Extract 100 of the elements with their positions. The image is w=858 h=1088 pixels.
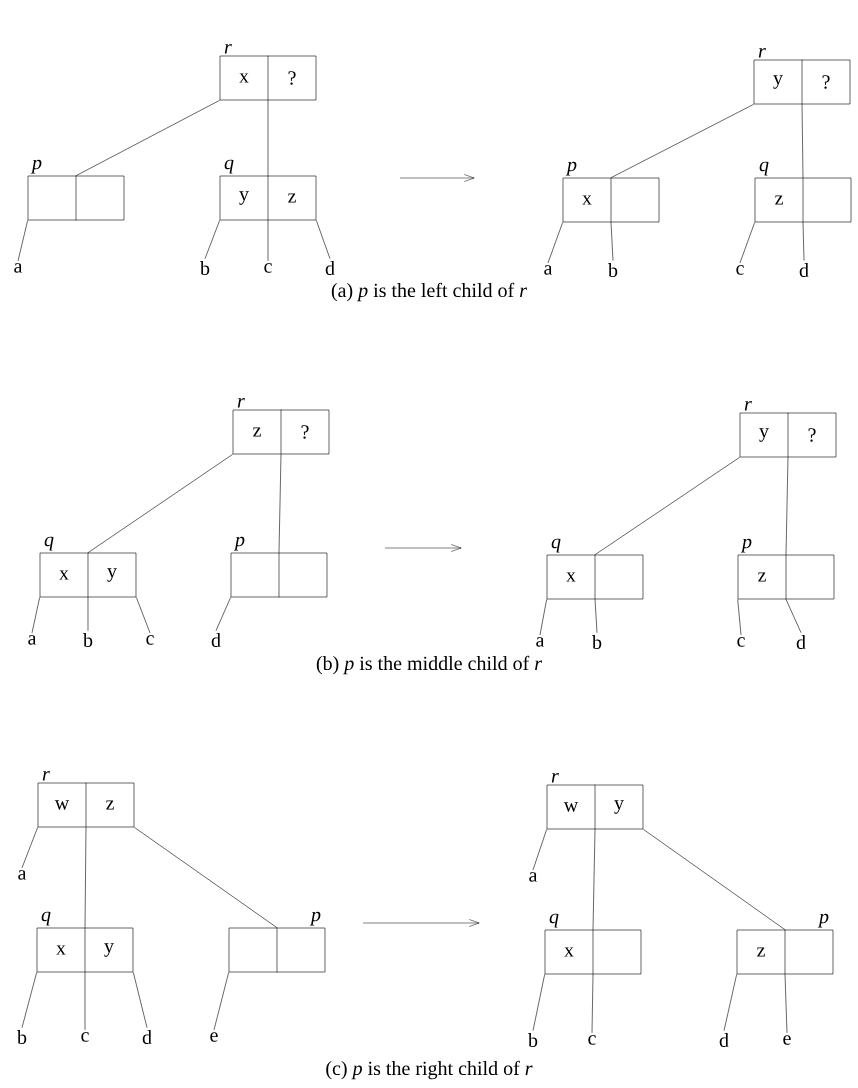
leaf-label: b — [528, 1032, 538, 1048]
leaf-label: a — [529, 872, 538, 882]
tree-edge — [785, 599, 802, 633]
leaf-label: a — [28, 635, 37, 645]
tree-edge — [547, 222, 563, 264]
node-label: q — [224, 159, 234, 174]
node-label: p — [817, 913, 829, 928]
tree-edge — [739, 222, 755, 264]
node-label: r — [42, 771, 50, 781]
node-label: p — [309, 911, 321, 926]
leaf-label: c — [264, 263, 272, 273]
node-label: p — [233, 536, 245, 551]
tree-node-box: w y — [546, 784, 644, 830]
tree-edge — [84, 827, 87, 928]
tree-edge — [532, 829, 547, 871]
tree-node-box — [27, 175, 125, 221]
leaf-label: a — [14, 263, 23, 273]
tree-node-box: y ? — [753, 59, 851, 105]
tree-edge — [87, 454, 233, 553]
tree-edge — [610, 222, 614, 261]
tree-node-box: z ? — [232, 409, 330, 455]
tree-node-box: z — [737, 554, 835, 600]
tree-edge — [267, 220, 269, 262]
tree-edge — [136, 597, 151, 634]
node-label: r — [551, 773, 559, 783]
node-label: p — [565, 161, 577, 176]
tree-node-box: z — [736, 929, 834, 975]
leaf-label: a — [18, 870, 27, 880]
node-label: r — [758, 48, 766, 58]
tree-edge — [87, 597, 89, 631]
tree-node-box — [230, 552, 328, 598]
tree-node-box: y z — [219, 175, 317, 221]
tree-edge — [84, 972, 86, 1031]
leaf-label: d — [211, 632, 221, 648]
leaf-label: d — [719, 1032, 729, 1048]
leaf-label: c — [588, 1035, 596, 1045]
tree-edge — [784, 974, 788, 1034]
tree-edge — [215, 597, 231, 631]
caption: (c) p is the right child of r — [326, 1060, 533, 1080]
tree-edge — [17, 220, 28, 262]
leaf-label: e — [210, 1032, 218, 1042]
node-label: q — [41, 911, 51, 926]
tree-node-box: x — [544, 929, 642, 975]
tree-edge — [316, 220, 331, 259]
tree-edge — [539, 599, 547, 636]
tree-edge — [133, 972, 148, 1028]
tree-edge — [213, 972, 229, 1031]
leaf-label: b — [608, 262, 618, 278]
tree-edge — [802, 222, 805, 261]
tree-edge — [204, 220, 220, 259]
leaf-label: d — [799, 262, 809, 278]
tree-node-box: x ? — [219, 55, 317, 101]
node-label: r — [224, 44, 232, 54]
tree-edge — [737, 599, 742, 636]
tree-edge — [643, 829, 786, 930]
node-label: q — [44, 536, 54, 551]
node-label: p — [740, 538, 752, 553]
tree-edge — [134, 827, 278, 928]
caption: (b) p is the middle child of r — [316, 655, 543, 675]
tree-edge — [75, 100, 220, 176]
leaf-label: b — [200, 260, 210, 276]
leaf-label: b — [83, 632, 93, 648]
leaf-label: c — [146, 635, 154, 645]
tree-node-box: w z — [37, 782, 135, 828]
tree-node-box: x y — [36, 927, 134, 973]
leaf-label: d — [142, 1029, 152, 1045]
leaf-label: a — [544, 265, 553, 275]
leaf-label: e — [783, 1035, 791, 1045]
node-label: r — [237, 398, 245, 408]
leaf-label: a — [536, 637, 545, 647]
tree-node-box: x — [546, 554, 644, 600]
node-label: q — [551, 538, 561, 553]
tree-edge — [21, 827, 38, 869]
leaf-label: c — [737, 637, 745, 647]
leaf-label: b — [592, 634, 602, 650]
tree-edge — [21, 972, 37, 1028]
leaf-label: b — [17, 1029, 27, 1045]
tree-edge — [267, 100, 269, 176]
tree-edge — [723, 974, 737, 1031]
leaf-label: d — [325, 260, 335, 276]
leaf-label: c — [736, 265, 744, 275]
tree-edge — [591, 974, 594, 1034]
tree-node-box: y ? — [739, 412, 837, 458]
tree-edge — [594, 599, 598, 633]
tree-edge — [592, 829, 596, 930]
tree-node-box: x — [562, 177, 660, 223]
tree-node-box: z — [754, 177, 852, 223]
tree-edge — [610, 104, 754, 178]
tree-node-box: x y — [39, 552, 137, 598]
leaf-label: d — [796, 634, 806, 650]
tree-edge — [31, 597, 40, 634]
tree-edge — [278, 454, 282, 553]
tree-edge — [532, 974, 545, 1031]
tree-edge — [594, 457, 740, 555]
caption: (a) p is the left child of r — [331, 282, 528, 302]
node-label: q — [759, 161, 769, 176]
tree-node-box — [228, 927, 326, 973]
node-label: q — [549, 913, 559, 928]
tree-edge — [801, 104, 804, 178]
tree-edge — [785, 457, 789, 555]
